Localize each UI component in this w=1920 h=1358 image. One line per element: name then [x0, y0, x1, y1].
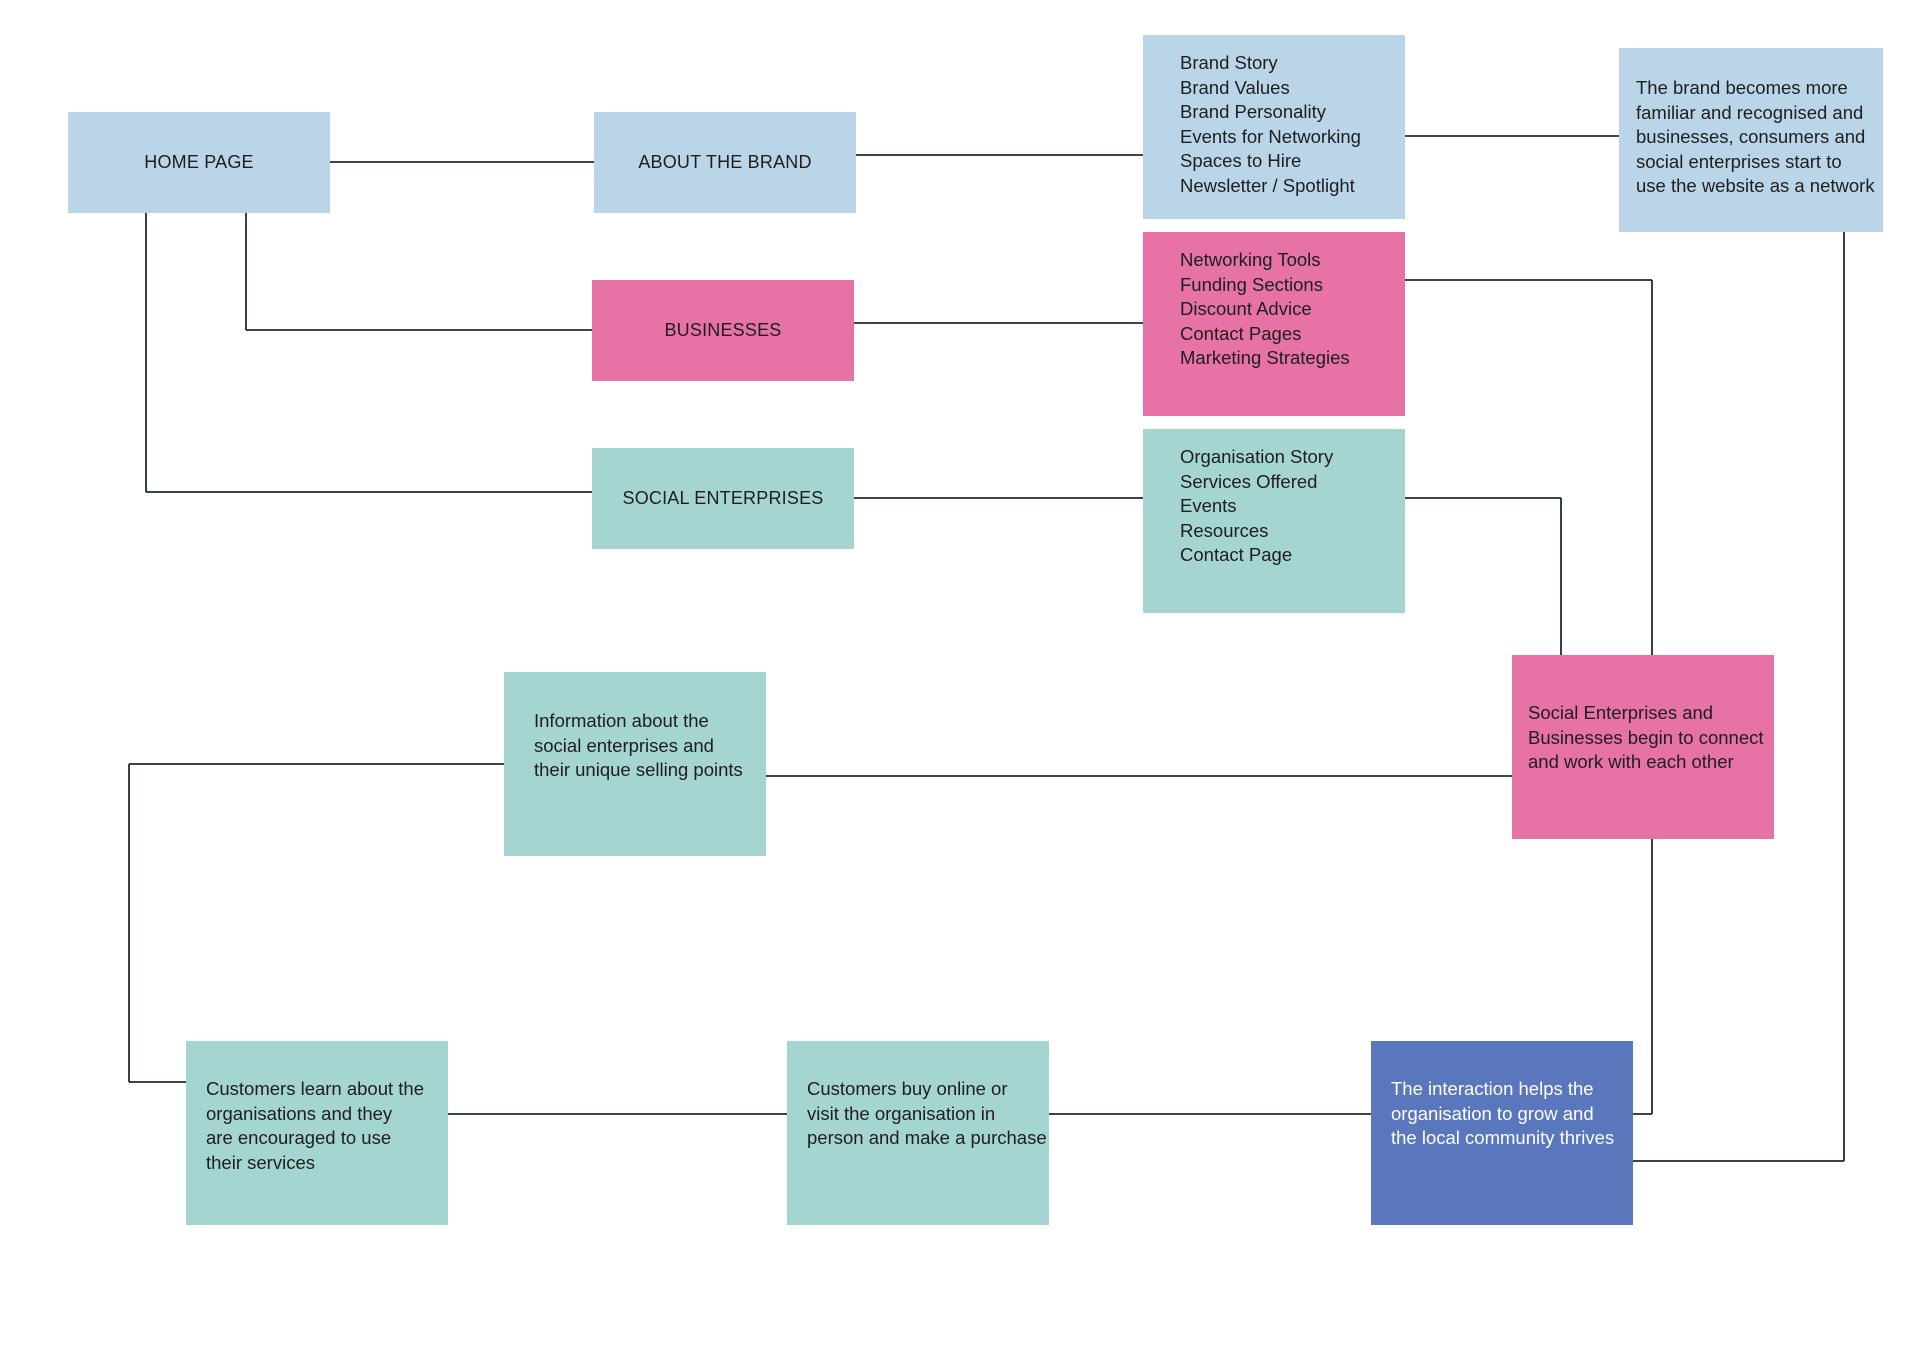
brand-outcome-line: The brand becomes more [1636, 77, 1848, 98]
about-the-brand-node: ABOUT THE BRAND [594, 112, 856, 213]
community-thrives-line: the local community thrives [1391, 1127, 1615, 1148]
business-list-item: Discount Advice [1180, 298, 1312, 319]
customers-learn-line: their services [206, 1151, 315, 1173]
brand-outcome-line: businesses, consumers and [1636, 126, 1866, 147]
businesses-node: BUSINESSES [592, 280, 854, 381]
customers-learn-line: organisations and they [206, 1102, 393, 1124]
connect-line: Social Enterprises and [1528, 702, 1714, 723]
brand-outcome-node: The brand becomes more familiar and reco… [1619, 48, 1883, 232]
social-list-item: Services Offered [1180, 470, 1318, 492]
brand-outcome-line: social enterprises start to [1636, 150, 1842, 172]
connect-node: Social Enterprises and Businesses begin … [1512, 655, 1774, 839]
community-thrives-node: The interaction helps the organisation t… [1371, 1041, 1633, 1225]
customers-buy-line: Customers buy online or [807, 1078, 1008, 1099]
social-enterprises-node: SOCIAL ENTERPRISES [592, 448, 854, 549]
customers-buy-node: Customers buy online or visit the organi… [787, 1041, 1049, 1225]
info-node: Information about the social enterprises… [504, 672, 766, 856]
social-list-item: Organisation Story [1180, 446, 1334, 467]
info-line: their unique selling points [534, 759, 743, 780]
business-list-item: Funding Sections [1180, 273, 1323, 295]
customers-buy-line: person and make a purchase [807, 1127, 1047, 1148]
social-list-item: Events [1180, 495, 1237, 516]
community-thrives-line: The interaction helps the [1391, 1078, 1594, 1099]
community-thrives-line: organisation to grow and [1391, 1102, 1594, 1124]
social-list-item: Resources [1180, 519, 1269, 541]
brand-list-item: Brand Story [1180, 52, 1278, 73]
brand-list-item: Spaces to Hire [1180, 150, 1302, 171]
brand-list-item: Brand Values [1180, 76, 1290, 98]
customers-buy-line: visit the organisation in [807, 1102, 996, 1124]
social-content-list: Organisation Story Services Offered Even… [1143, 429, 1405, 613]
customers-learn-line: are encouraged to use [206, 1127, 392, 1148]
home-page-label: HOME PAGE [144, 152, 254, 172]
home-page-node: HOME PAGE [68, 112, 330, 213]
customers-learn-node: Customers learn about the organisations … [186, 1041, 448, 1225]
connect-line: and work with each other [1528, 751, 1734, 772]
about-the-brand-label: ABOUT THE BRAND [638, 152, 812, 172]
brand-content-list: Brand Story Brand Values Brand Personali… [1143, 35, 1405, 219]
brand-outcome-line: familiar and recognised and [1636, 101, 1864, 123]
info-line: social enterprises and [534, 734, 714, 756]
brand-list-item: Brand Personality [1180, 101, 1327, 122]
info-line: Information about the [534, 710, 709, 731]
social-enterprises-label: SOCIAL ENTERPRISES [622, 488, 824, 508]
brand-outcome-line: use the website as a network [1636, 175, 1875, 196]
business-content-list: Networking Tools Funding Sections Discou… [1143, 232, 1405, 416]
businesses-label: BUSINESSES [664, 320, 782, 340]
brand-list-item: Events for Networking [1180, 125, 1361, 147]
business-list-item: Marketing Strategies [1180, 347, 1350, 368]
customers-learn-line: Customers learn about the [206, 1078, 425, 1099]
business-list-item: Networking Tools [1180, 249, 1321, 270]
connect-line: Businesses begin to connect [1528, 726, 1764, 748]
social-list-item: Contact Page [1180, 544, 1293, 565]
brand-list-item: Newsletter / Spotlight [1180, 174, 1355, 196]
business-list-item: Contact Pages [1180, 322, 1302, 344]
